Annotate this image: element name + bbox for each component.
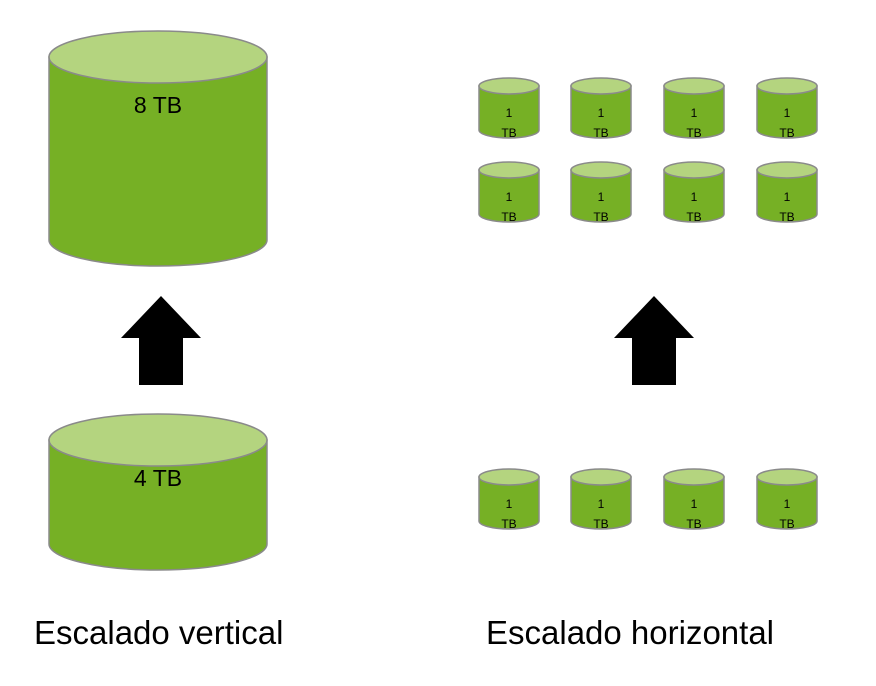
cylinder-top xyxy=(663,468,725,486)
cylinder-top xyxy=(756,468,818,486)
top-row-2-disk-2: 1TB xyxy=(570,161,632,224)
bottom-row-disk-1: 1TB xyxy=(478,468,540,531)
disk-capacity-label: TB xyxy=(686,126,701,140)
disk-capacity-label: TB xyxy=(593,126,608,140)
cylinder-top xyxy=(478,161,540,179)
disk-capacity-label: TB xyxy=(501,517,516,531)
disk-capacity-label: 1 xyxy=(598,106,605,120)
disk-capacity-label: 1 xyxy=(506,497,513,511)
disk-8tb: 8 TB xyxy=(48,30,268,267)
cylinder-body xyxy=(663,169,725,223)
cylinder-body xyxy=(48,56,268,267)
disk-capacity-label: 1 xyxy=(691,106,698,120)
disk-capacity-label: 1 xyxy=(784,106,791,120)
disk-4tb: 4 TB xyxy=(48,413,268,571)
cylinder-top xyxy=(478,77,540,95)
top-row-1-disk-1: 1TB xyxy=(478,77,540,140)
cylinder-body xyxy=(756,169,818,223)
cylinder-top xyxy=(570,161,632,179)
disk-capacity-label: 4 TB xyxy=(134,465,182,491)
disk-capacity-label: 1 xyxy=(691,190,698,204)
disk-capacity-label: TB xyxy=(779,517,794,531)
bottom-row-disk-3: 1TB xyxy=(663,468,725,531)
disk-capacity-label: TB xyxy=(501,126,516,140)
top-row-2-disk-1: 1TB xyxy=(478,161,540,224)
cylinder-body xyxy=(570,169,632,223)
cylinder-body xyxy=(663,476,725,530)
disk-capacity-label: TB xyxy=(593,210,608,224)
cylinder-top xyxy=(570,77,632,95)
disk-capacity-label: TB xyxy=(779,126,794,140)
disk-capacity-label: 1 xyxy=(506,190,513,204)
cylinder-body xyxy=(663,85,725,139)
cylinder-body xyxy=(478,169,540,223)
cylinder-body xyxy=(756,476,818,530)
cylinder-top xyxy=(48,30,268,84)
disk-capacity-label: 1 xyxy=(598,497,605,511)
disk-capacity-label: 1 xyxy=(506,106,513,120)
disk-capacity-label: TB xyxy=(593,517,608,531)
top-row-1-disk-3: 1TB xyxy=(663,77,725,140)
disk-capacity-label: 8 TB xyxy=(134,92,182,118)
disk-capacity-label: TB xyxy=(779,210,794,224)
vertical-scaling-caption: Escalado vertical xyxy=(34,614,284,651)
cylinder-top xyxy=(663,77,725,95)
horizontal-scaling-caption: Escalado horizontal xyxy=(486,614,775,651)
horizontal-scaling-arrow xyxy=(614,296,694,385)
top-row-1-disk-2: 1TB xyxy=(570,77,632,140)
disk-capacity-label: TB xyxy=(686,210,701,224)
disk-capacity-label: 1 xyxy=(691,497,698,511)
disk-capacity-label: TB xyxy=(686,517,701,531)
cylinder-body xyxy=(48,439,268,571)
disk-capacity-label: 1 xyxy=(598,190,605,204)
cylinder-top xyxy=(478,468,540,486)
cylinder-body xyxy=(756,85,818,139)
top-row-1-disk-4: 1TB xyxy=(756,77,818,140)
cylinder-top xyxy=(570,468,632,486)
cylinder-top xyxy=(756,161,818,179)
bottom-row-disk-2: 1TB xyxy=(570,468,632,531)
cylinder-top xyxy=(756,77,818,95)
vertical-scaling-arrow xyxy=(121,296,201,385)
cylinder-body xyxy=(478,476,540,530)
disk-capacity-label: 1 xyxy=(784,190,791,204)
cylinder-top xyxy=(663,161,725,179)
top-row-2-disk-4: 1TB xyxy=(756,161,818,224)
disk-capacity-label: TB xyxy=(501,210,516,224)
disk-capacity-label: 1 xyxy=(784,497,791,511)
bottom-row-disk-4: 1TB xyxy=(756,468,818,531)
cylinder-body xyxy=(478,85,540,139)
top-row-2-disk-3: 1TB xyxy=(663,161,725,224)
cylinder-top xyxy=(48,413,268,467)
cylinder-body xyxy=(570,476,632,530)
cylinder-body xyxy=(570,85,632,139)
